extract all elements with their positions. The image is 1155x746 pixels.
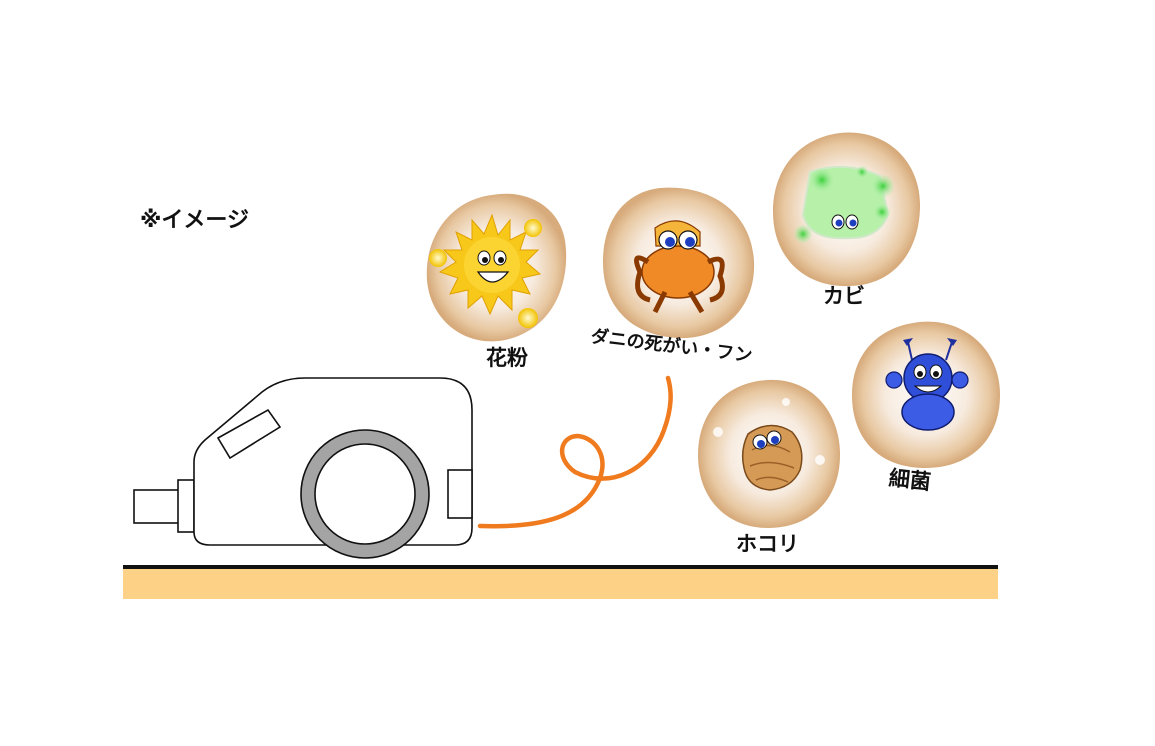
vacuum-wheel-hub bbox=[314, 443, 416, 545]
vacuum-hose-collar bbox=[177, 479, 195, 533]
label-dust: ホコリ bbox=[736, 532, 799, 556]
vacuum-cord-socket bbox=[447, 469, 473, 519]
label-mold: カビ bbox=[823, 284, 865, 308]
image-note: ※イメージ bbox=[140, 208, 249, 233]
dust-character bbox=[713, 398, 825, 491]
mite-character bbox=[633, 220, 725, 314]
floor bbox=[123, 566, 998, 599]
label-bacteria: 細菌 bbox=[887, 466, 932, 495]
vacuum-hose-port bbox=[133, 489, 181, 524]
bacteria-character bbox=[885, 338, 969, 431]
vacuum-button bbox=[216, 408, 282, 460]
pollen-character bbox=[429, 213, 542, 328]
power-cord bbox=[477, 375, 673, 529]
mold-character bbox=[794, 165, 894, 243]
vacuum-cleaner bbox=[133, 377, 473, 559]
label-pollen: 花粉 bbox=[486, 346, 528, 370]
